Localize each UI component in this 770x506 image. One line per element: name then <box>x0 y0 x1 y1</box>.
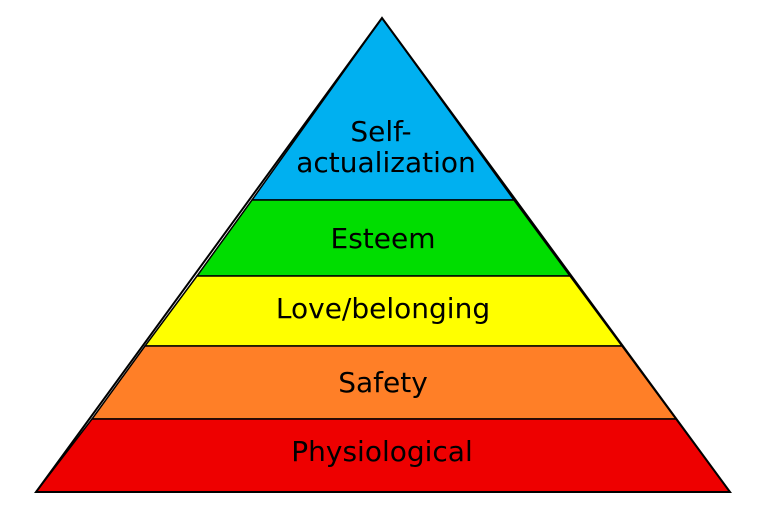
tier-esteem-label: Esteem <box>331 222 436 255</box>
tier-physiological-label: Physiological <box>291 435 473 468</box>
tier-love-belonging-label: Love/belonging <box>276 292 490 325</box>
pyramid-outline <box>34 16 732 493</box>
tier-self-actualization-label-line-2: actualization <box>296 146 475 179</box>
tier-self-actualization-label-line-1: Self- <box>350 115 411 148</box>
tier-safety-label: Safety <box>338 366 428 399</box>
